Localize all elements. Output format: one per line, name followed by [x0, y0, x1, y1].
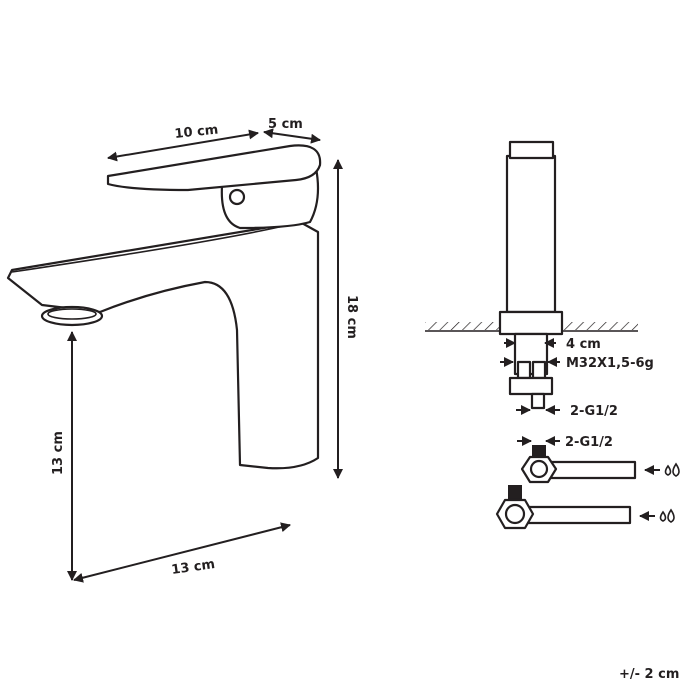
hose-stem-2 — [531, 360, 547, 380]
spout-height-label: 13 cm — [51, 431, 66, 475]
faucet-side-view — [6, 144, 322, 470]
hose-nut — [508, 376, 554, 396]
shank-width-label: 4 cm — [566, 337, 601, 352]
hose-connection-label: 2-G1/2 — [570, 404, 618, 419]
hose-stem-1 — [516, 360, 532, 380]
thread-label: M32X1,5-6g — [566, 356, 654, 371]
mounting-nut — [498, 310, 564, 336]
installation-view: 4 cm M32X1,5-6g 2-G1/2 2-G1/2 — [425, 140, 680, 530]
spout-reach-label: 13 cm — [170, 557, 216, 578]
faucet-body — [6, 220, 320, 470]
lever-depth-arrow — [263, 128, 321, 144]
lever-length-arrow — [107, 129, 259, 162]
spout-reach-arrow — [73, 522, 291, 583]
countertop-hatch-left — [425, 322, 505, 330]
dimensions-faucet: 10 cm 5 cm 18 cm 13 cm 13 cm — [51, 117, 359, 583]
lever-depth-label: 5 cm — [268, 117, 303, 132]
faucet-column — [505, 154, 557, 314]
valve-connection-label: 2-G1/2 — [565, 435, 613, 450]
aerator — [40, 305, 104, 327]
water-drops-icon — [659, 508, 675, 523]
supply-pipe-2 — [523, 505, 632, 525]
water-drops-icon — [664, 462, 680, 477]
valve-thread-1 — [532, 445, 546, 459]
valve-thread-2 — [508, 485, 522, 500]
valve-ring-2 — [504, 503, 526, 525]
hose-end — [530, 392, 546, 410]
valve-ring-1 — [529, 459, 549, 479]
tolerance-label: +/- 2 cm — [619, 667, 679, 682]
lever-screw — [228, 188, 246, 206]
lever-length-label: 10 cm — [174, 122, 219, 142]
countertop-hatch-right — [562, 322, 638, 330]
lever-handle — [106, 144, 322, 192]
total-height-label: 18 cm — [344, 295, 359, 339]
column-cap — [508, 140, 555, 160]
aerator-ring — [47, 308, 97, 320]
